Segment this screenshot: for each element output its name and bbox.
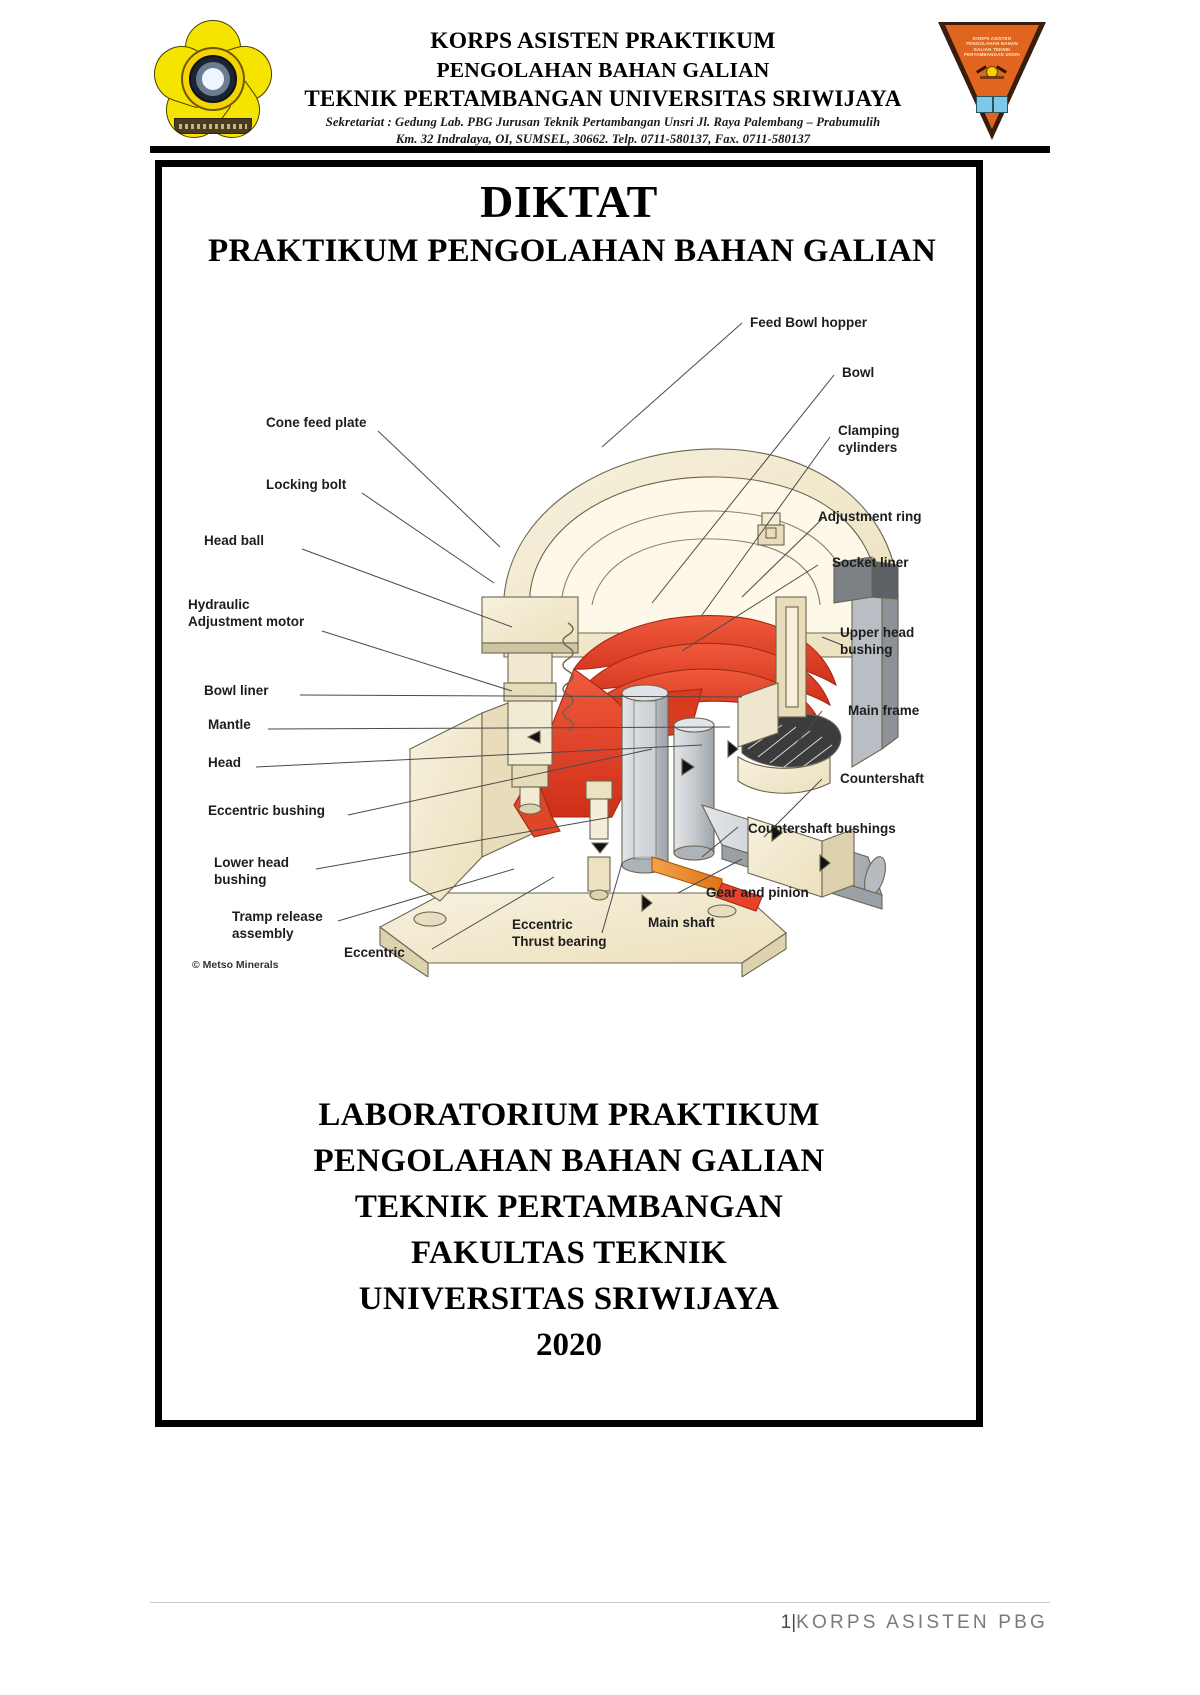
publication-year: 2020 [536,1327,602,1363]
cover-border-box: DIKTAT PRAKTIKUM PENGOLAHAN BAHAN GALIAN [155,160,983,1427]
label-upper-head-bushing: Upper head bushing [840,625,915,657]
page-subtitle: PRAKTIKUM PENGOLAHAN BAHAN GALIAN [207,233,937,269]
logo-ribbon [174,118,252,134]
letterhead: KORPS ASISTEN PRAKTIKUM PENGOLAHAN BAHAN… [0,0,1200,152]
label-eccentric: Eccentric [344,945,405,960]
label-feed-bowl-hopper: Feed Bowl hopper [750,315,868,330]
footer-label: KORPS ASISTEN PBG [796,1612,1048,1633]
letterhead-line-3: TEKNIK PERTAMBANGAN UNIVERSITAS SRIWIJAY… [304,86,902,111]
label-adjustment-ring: Adjustment ring [818,509,922,524]
label-hydraulic-adjustment-motor: Hydraulic Adjustment motor [188,597,305,629]
label-clamping-cylinders: Clamping cylinders [838,423,900,455]
header-divider-rule [150,146,1050,153]
label-main-shaft: Main shaft [648,915,715,930]
institution-line-2: PENGOLAHAN BAHAN GALIAN [313,1143,825,1179]
logo-ring-core [202,68,224,90]
label-cone-feed-plate: Cone feed plate [266,415,367,430]
letterhead-text: KORPS ASISTEN PRAKTIKUM PENGOLAHAN BAHAN… [268,26,938,148]
letterhead-line-2: PENGOLAHAN BAHAN GALIAN [436,58,770,82]
institution-line-1: LABORATORIUM PRAKTIKUM [318,1097,820,1133]
page-footer: 1|KORPS ASISTEN PBG [781,1612,1048,1634]
label-socket-liner: Socket liner [832,555,909,570]
label-eccentric-thrust-bearing: Eccentric Thrust bearing [512,917,607,949]
universitas-sriwijaya-logo [146,20,280,150]
book-icon [976,96,1008,113]
letterhead-address-line-2: Km. 32 Indralaya, OI, SUMSEL, 30662. Tel… [395,132,811,146]
label-head: Head [208,755,242,770]
institution-block: LABORATORIUM PRAKTIKUM PENGOLAHAN BAHAN … [162,1092,976,1368]
triangle-logo-text: KORPS ASISTEN PENGOLAHAN BAHAN GALIAN TE… [964,36,1020,58]
page-title: DIKTAT [480,176,658,227]
cone-crusher-illustration [255,322,899,977]
label-countershaft: Countershaft [840,771,924,786]
footer-page-number: 1 [780,1612,792,1633]
footer-separator: | [791,1612,797,1633]
label-bowl: Bowl [842,365,875,380]
label-mantle: Mantle [208,717,251,732]
label-countershaft-bushings: Countershaft bushings [748,821,896,836]
label-head-ball: Head ball [204,533,265,548]
label-locking-bolt: Locking bolt [266,477,347,492]
cone-crusher-diagram: Cone feed plate Locking bolt Head ball H… [182,297,970,977]
pick-handle [980,76,1004,79]
label-lower-head-bushing: Lower head bushing [214,855,290,887]
label-eccentric-bushing: Eccentric bushing [208,803,326,818]
institution-line-5: UNIVERSITAS SRIWIJAYA [358,1281,780,1317]
label-gear-and-pinion: Gear and pinion [706,885,809,900]
institution-line-3: TEKNIK PERTAMBANGAN [354,1189,784,1225]
letterhead-line-1: KORPS ASISTEN PRAKTIKUM [430,28,776,54]
label-bowl-liner: Bowl liner [204,683,269,698]
hammer-pick-icon [976,64,1008,90]
korps-asisten-triangle-logo: KORPS ASISTEN PENGOLAHAN BAHAN GALIAN TE… [938,22,1046,142]
institution-line-4: FAKULTAS TEKNIK [411,1235,727,1271]
figure-credit: © Metso Minerals [192,959,279,971]
letterhead-address-line-1: Sekretariat : Gedung Lab. PBG Jurusan Te… [325,115,881,129]
label-tramp-release-assembly: Tramp release assembly [232,909,323,941]
label-main-frame: Main frame [848,703,920,718]
footer-divider [150,1602,1050,1603]
